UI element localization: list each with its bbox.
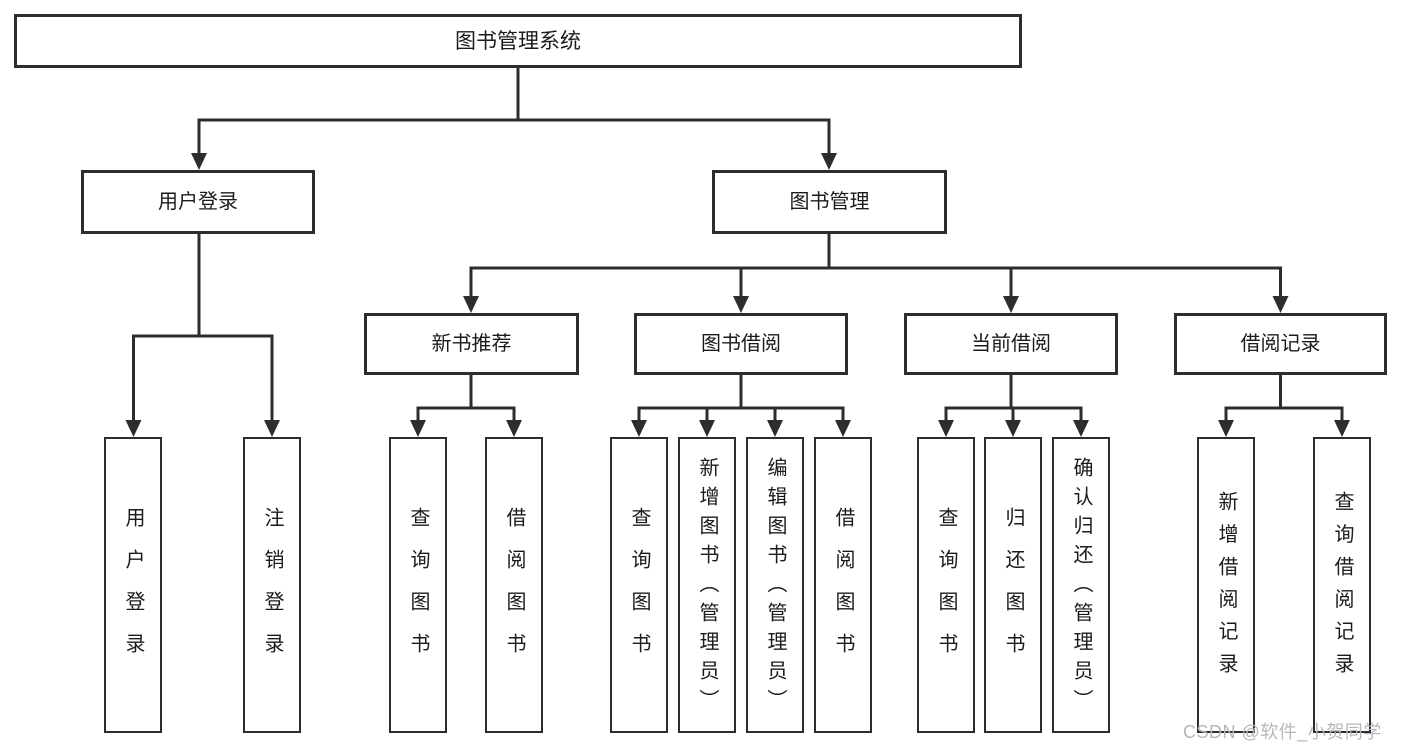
connector-new-book-recommend-branch [410,374,522,437]
leaf-label: 查询借阅记录 [1331,490,1353,686]
leaf-query-books-current: 查询图书 [917,437,975,733]
leaf-label: 编辑图书（管理员） [764,456,786,718]
leaf-add-book-admin: 新增图书（管理员） [678,437,736,733]
leaf-logout-login: 注销登录 [243,437,301,733]
connector-book-borrowing-branch [631,374,851,437]
node-user-login: 用户登录 [81,170,315,234]
leaf-label: 查询图书 [628,506,650,675]
leaf-edit-book-admin: 编辑图书（管理员） [746,437,804,733]
leaf-confirm-return-admin: 确认归还（管理员） [1052,437,1110,733]
leaf-label: 查询图书 [935,506,957,675]
node-book-management: 图书管理 [712,170,947,234]
leaf-label: 查询图书 [407,506,429,675]
leaf-label: 归还图书 [1002,506,1024,675]
leaf-borrow-books-borrowing: 借阅图书 [814,437,872,733]
leaf-query-books-recommend: 查询图书 [389,437,447,733]
connector-user-login-branch [125,233,280,437]
leaf-user-login: 用户登录 [104,437,162,733]
connector-current-borrowing-branch [938,374,1089,437]
leaf-label: 确认归还（管理员） [1070,456,1092,718]
node-current-borrowing: 当前借阅 [904,313,1118,375]
leaf-label: 借阅图书 [503,506,525,675]
leaf-add-borrow-record: 新增借阅记录 [1197,437,1255,733]
leaf-borrow-books-recommend: 借阅图书 [485,437,543,733]
leaf-label: 新增借阅记录 [1215,490,1237,686]
node-library-management-system: 图书管理系统 [14,14,1022,68]
leaf-label: 新增图书（管理员） [696,456,718,718]
node-borrowing-records: 借阅记录 [1174,313,1387,375]
leaf-return-books: 归还图书 [984,437,1042,733]
leaf-label: 注销登录 [261,506,283,675]
leaf-query-borrow-record: 查询借阅记录 [1313,437,1371,733]
connector-book-management-branch [463,233,1289,313]
node-new-book-recommend: 新书推荐 [364,313,579,375]
leaf-label: 借阅图书 [832,506,854,675]
connector-root-to-level2 [191,67,837,170]
leaf-query-books-borrowing: 查询图书 [610,437,668,733]
node-book-borrowing: 图书借阅 [634,313,848,375]
leaf-label: 用户登录 [122,506,144,675]
csdn-watermark: CSDN @软件_小贺同学 [1183,722,1382,742]
connector-borrowing-records-branch [1218,374,1350,437]
